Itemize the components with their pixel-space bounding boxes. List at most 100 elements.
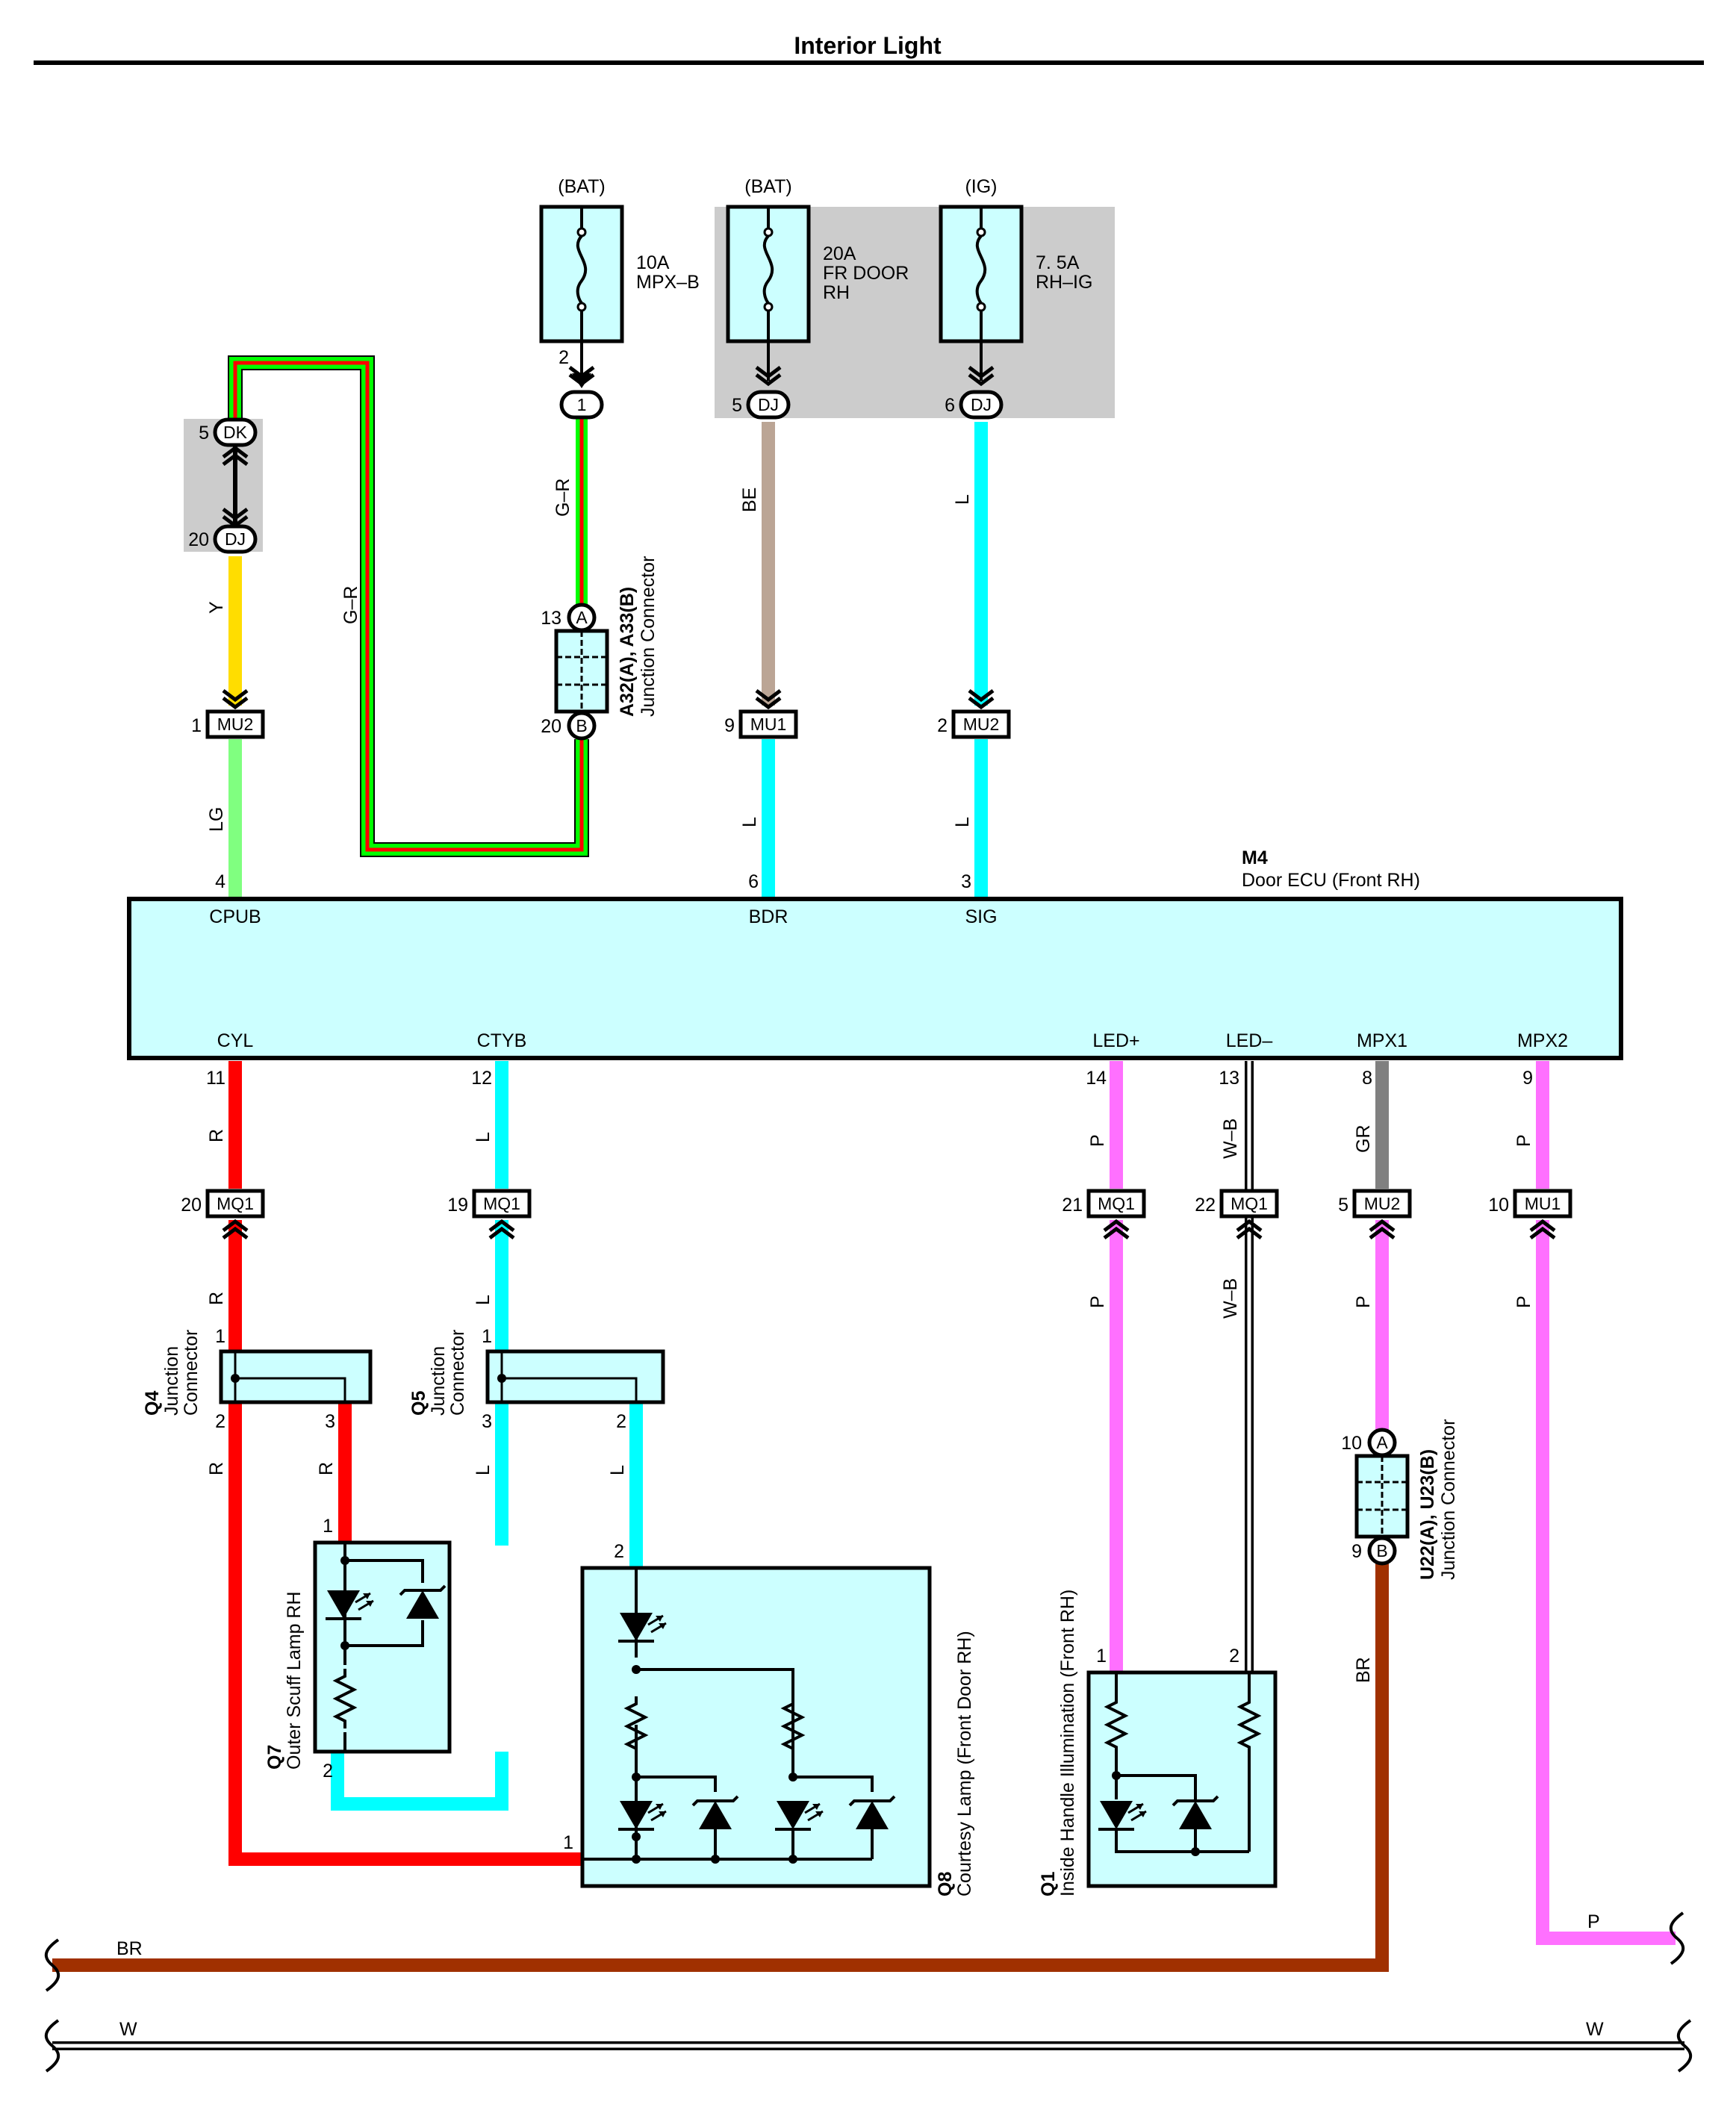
pin: 5: [1338, 1195, 1348, 1216]
pin: 11: [206, 1068, 225, 1089]
connector-mq1: [472, 1189, 532, 1219]
component-name-2: Connector: [181, 1330, 202, 1416]
fuse-source: (IG): [965, 176, 997, 197]
wire-label: Y: [206, 601, 227, 614]
pin: 20: [541, 716, 561, 737]
junction-connector-a32-a33: A B 13 20 A32(A), A33(B) Junction Connec…: [541, 556, 659, 741]
pin: 19: [447, 1195, 468, 1216]
wire-p-mpx2-lower: [1536, 1220, 1676, 1945]
component-code: Q1: [1038, 1872, 1059, 1896]
wire-label: W–B: [1220, 1278, 1241, 1319]
bus-br: [44, 1938, 1389, 1992]
pin: 13: [541, 608, 561, 629]
wire-label: L: [607, 1465, 628, 1475]
connector-label: MU2: [1364, 1194, 1401, 1213]
wire-label: G–R: [340, 586, 361, 624]
wire-label: R: [316, 1462, 337, 1475]
pin: 20: [188, 529, 209, 550]
fuse-rating: 20A: [823, 243, 856, 264]
fuse-source: (BAT): [744, 176, 791, 197]
wire-label: L: [952, 817, 973, 827]
component-code: A32(A), A33(B): [617, 587, 638, 717]
connector-label: MQ1: [1231, 1194, 1268, 1213]
terminal-bdr: BDR: [749, 906, 788, 927]
fuse-name-1: FR DOOR: [823, 263, 909, 284]
fuse-outputs: 2 1 DJ 5 DJ 6: [559, 341, 1004, 420]
wire-label: P: [1513, 1134, 1534, 1147]
ecu-name: Door ECU (Front RH): [1242, 870, 1420, 891]
wire-label: BE: [739, 488, 760, 512]
wire-label: P: [1587, 1911, 1600, 1932]
pin: 1: [482, 1326, 492, 1347]
courtesy-lamp-q8: 2 1 Q8 Courtesy Lamp (Front Door RH): [563, 1541, 975, 1896]
wire-label: L: [952, 494, 973, 505]
fuse-rating: 10A: [636, 252, 670, 273]
outer-scuff-lamp-q7: 1 2 Q7 Outer Scuff Lamp RH: [264, 1516, 452, 1781]
door-ecu: M4 Door ECU (Front RH) 4 CPUB 6 BDR 3 SI…: [127, 847, 1623, 1060]
connector-label: 1: [577, 395, 587, 414]
wire-label: R: [206, 1129, 227, 1142]
component-name: Junction Connector: [1438, 1419, 1459, 1580]
terminal-sig: SIG: [965, 906, 997, 927]
connector-label: A: [1376, 1433, 1388, 1452]
pin: 13: [1219, 1068, 1239, 1089]
pin: 1: [191, 715, 202, 736]
fuse-source: (BAT): [558, 176, 605, 197]
lower-wire-labels: R R R R L L L L P P W–B W–B GR P P P BR …: [116, 1118, 1604, 2040]
connector-mu1: [1513, 1189, 1572, 1219]
pin: 5: [732, 395, 742, 416]
lower-connectors: MQ1 20 MQ1 19 MQ1 21 MQ1 22 MU2 5 MU1 10: [181, 1189, 1572, 1238]
ecu-code: M4: [1242, 847, 1268, 868]
wire-label: G–R: [553, 479, 573, 517]
pin: 9: [1351, 1541, 1362, 1562]
pin: 22: [1195, 1195, 1216, 1216]
wire-label: W–B: [1220, 1118, 1241, 1159]
pin: 1: [323, 1516, 333, 1537]
wire-label: GR: [1353, 1125, 1374, 1154]
connector-label: MU1: [1525, 1194, 1561, 1213]
wire-l-ctyb: [331, 1061, 643, 1811]
pin: 3: [482, 1411, 492, 1432]
connector-label: MQ1: [1098, 1194, 1135, 1213]
connector-label: MU2: [217, 715, 254, 734]
pin: 2: [937, 715, 948, 736]
pin: 20: [181, 1195, 202, 1216]
wire-label: P: [1353, 1295, 1374, 1308]
connector-1: [559, 390, 604, 420]
bus-w: [44, 2019, 1693, 2073]
pin: 5: [199, 423, 209, 444]
connector-label: DJ: [971, 395, 992, 414]
pin: 4: [215, 871, 225, 892]
connector-mq1: [205, 1189, 265, 1219]
connector-label: MU2: [963, 715, 1000, 734]
pin: 6: [748, 871, 759, 892]
wire-label: L: [473, 1465, 494, 1475]
pin: 2: [559, 347, 569, 368]
page-title: Interior Light: [794, 32, 942, 59]
wire-label: R: [206, 1462, 227, 1475]
wire-label: LG: [206, 807, 227, 832]
component-name-2: Connector: [447, 1330, 468, 1416]
fuse-name: RH–IG: [1036, 272, 1092, 293]
pin: 2: [215, 1411, 225, 1432]
component-name-1: Junction: [161, 1346, 182, 1416]
pin: 9: [1522, 1068, 1533, 1089]
terminal-led-plus: LED+: [1092, 1030, 1139, 1051]
wire-label: BR: [1353, 1657, 1374, 1683]
terminal-ctyb: CTYB: [477, 1030, 527, 1051]
pin: 14: [1086, 1068, 1107, 1089]
pin: 2: [323, 1761, 333, 1781]
pin: 12: [471, 1068, 492, 1089]
bus-p-break: [1669, 1911, 1685, 1965]
component-code: U22(A), U23(B): [1417, 1449, 1438, 1580]
pin: 3: [325, 1411, 335, 1432]
fuse-mpx-b: (BAT) 10A MPX–B: [541, 176, 700, 341]
fuse-rh-ig: (IG) 7. 5A RH–IG: [941, 176, 1092, 341]
wire-label: P: [1087, 1134, 1108, 1147]
connector-mu2: [951, 709, 1011, 739]
component-code: Q8: [935, 1872, 956, 1896]
connector-label: B: [576, 716, 587, 735]
component-code: Q4: [142, 1391, 163, 1416]
pin: 2: [614, 1541, 624, 1562]
